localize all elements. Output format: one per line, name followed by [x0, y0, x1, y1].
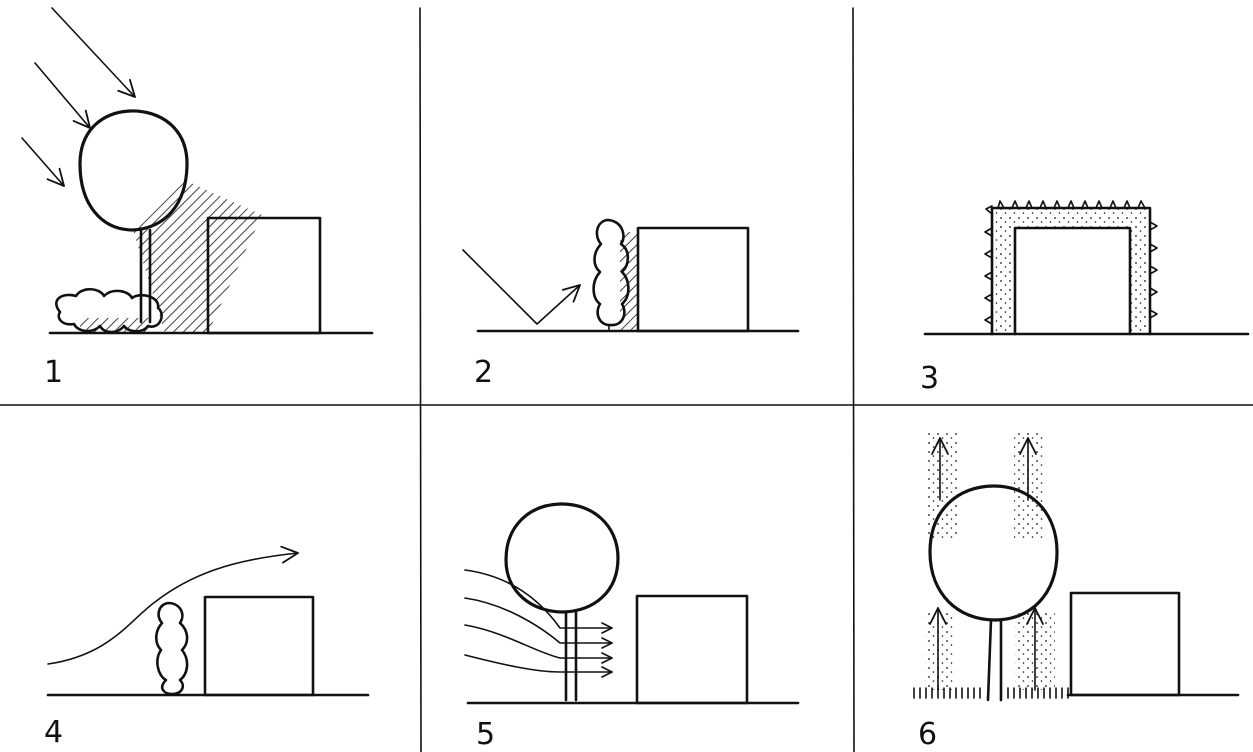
vine-spikes: [984, 200, 1158, 325]
panel-2: 2: [462, 218, 800, 390]
panel-grid: [0, 7, 1253, 752]
rising-air-arrows: [929, 437, 1044, 691]
panel-6: 6: [913, 430, 1240, 752]
wind-deflection-arrow: [47, 545, 299, 665]
panel-label: 5: [476, 717, 495, 752]
panel-4: 4: [44, 545, 370, 750]
panel-label: 3: [920, 361, 939, 396]
sun-ray-arrows: [21, 7, 136, 187]
glare-arrow: [462, 249, 581, 325]
vine-cover-fill: [992, 208, 1150, 334]
building-icon: [635, 594, 749, 705]
panel-label: 1: [44, 355, 63, 390]
panel-3: 3: [920, 200, 1250, 396]
shadow-hatch: [133, 178, 262, 333]
columnar-shrub-icon: [592, 218, 630, 327]
shade-tree-icon: [78, 109, 189, 232]
canopy-tree-icon: [504, 502, 620, 614]
vine-cover-outline: [990, 206, 1152, 336]
building-icon: [203, 595, 315, 697]
shrub-row-icon: [55, 287, 163, 334]
panel-1: 1: [21, 7, 374, 390]
canopy-tree-icon: [928, 484, 1059, 622]
columnar-shrub-icon: [154, 601, 189, 696]
grass-strip: [913, 687, 1069, 699]
panel-5: 5: [464, 502, 800, 752]
panel-label: 2: [474, 355, 493, 390]
building-icon: [1069, 591, 1181, 697]
building-icon: [636, 226, 750, 333]
wind-arrows: [464, 569, 612, 672]
panel-label: 6: [918, 717, 937, 752]
panel-label: 4: [44, 715, 63, 750]
